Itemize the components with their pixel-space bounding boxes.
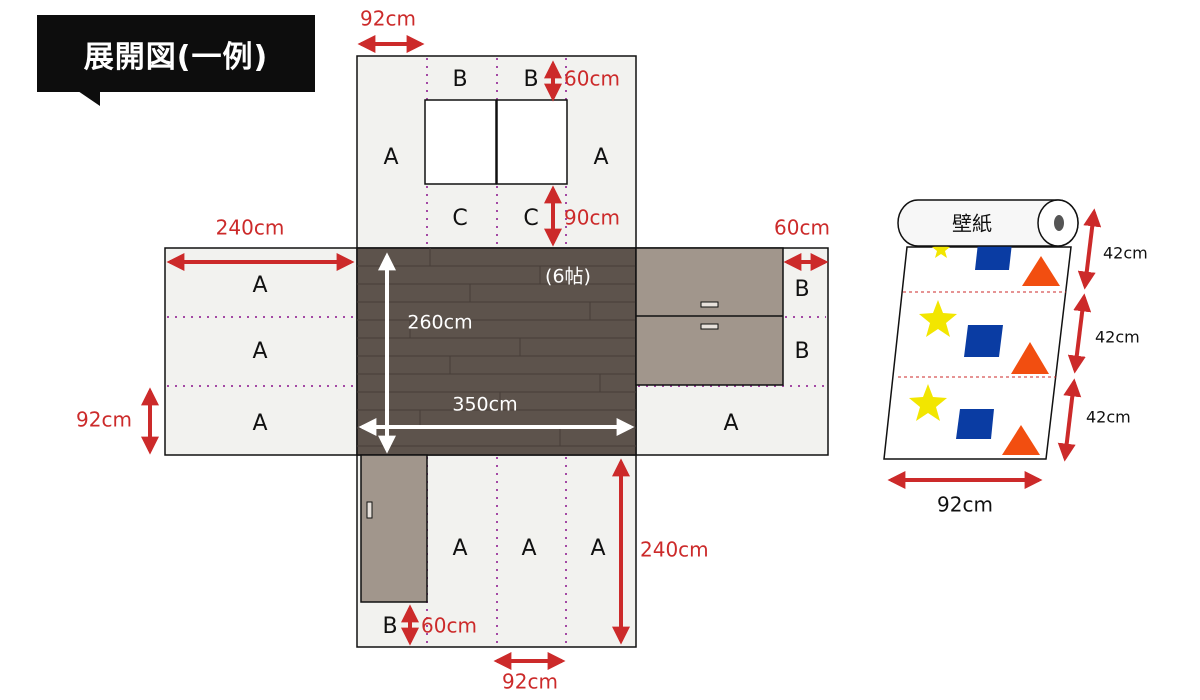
dim-bottom-width: 92cm <box>502 670 558 694</box>
label-a-top-right: A <box>593 145 608 170</box>
door <box>360 454 428 603</box>
label-a-top-left: A <box>383 145 398 170</box>
dim-left-length: 240cm <box>216 216 285 240</box>
star-icon <box>919 300 957 337</box>
star-icon <box>909 384 947 421</box>
triangle-icon <box>1022 256 1060 286</box>
dim-right-depth: 60cm <box>774 216 830 240</box>
wallpaper-width: 92cm <box>937 493 993 517</box>
dim-b-height: 60cm <box>564 67 620 91</box>
label-b-right-2: B <box>794 339 809 364</box>
triangle-icon <box>1002 425 1040 455</box>
title-tail <box>78 91 100 106</box>
label-b-top-2: B <box>523 67 538 92</box>
label-b-right-1: B <box>794 277 809 302</box>
square-icon <box>956 409 994 439</box>
label-b-top-1: B <box>452 67 467 92</box>
square-icon <box>975 243 1012 270</box>
label-a-right: A <box>723 411 738 436</box>
wallpaper-strip-1: 42cm <box>1103 244 1148 263</box>
roll-core <box>1054 215 1064 231</box>
label-a-bottom-3: A <box>590 536 605 561</box>
diagram-title: 展開図(一例) <box>37 15 315 92</box>
wallpaper-roll: 壁紙 <box>883 199 1079 460</box>
dim-strip-width: 92cm <box>76 408 132 432</box>
label-a-bottom-1: A <box>452 536 467 561</box>
label-c-1: C <box>452 206 467 231</box>
square-icon <box>964 325 1003 357</box>
floor-dimensions: (6帖) 260cm 350cm <box>358 252 635 454</box>
star-icon <box>932 240 950 258</box>
label-c-2: C <box>523 206 538 231</box>
room-width-label: 350cm <box>452 394 517 416</box>
dimension-arrows <box>141 35 829 670</box>
closet-handle-lower <box>700 323 719 330</box>
wallpaper-strip-2: 42cm <box>1095 328 1140 347</box>
floor <box>356 247 637 456</box>
left-wall <box>164 247 358 456</box>
label-a-left-2: A <box>252 339 267 364</box>
closet <box>635 247 784 386</box>
floor-size-label: (6帖) <box>545 266 591 288</box>
triangle-icon <box>1011 342 1049 374</box>
label-b-bottom: B <box>382 614 397 639</box>
label-a-bottom-2: A <box>521 536 536 561</box>
room-depth-label: 260cm <box>407 312 472 334</box>
wallpaper-label: 壁紙 <box>952 212 992 236</box>
dim-bottom-height: 240cm <box>640 538 709 562</box>
window <box>424 99 568 185</box>
wallpaper-strip-3: 42cm <box>1086 408 1131 427</box>
dim-bottom-b: 60cm <box>421 614 477 638</box>
closet-handle-upper <box>700 301 719 308</box>
label-a-left-1: A <box>252 273 267 298</box>
door-handle <box>366 501 373 519</box>
dim-top-width: 92cm <box>360 7 416 31</box>
label-a-left-3: A <box>252 411 267 436</box>
dim-c-height: 90cm <box>564 206 620 230</box>
